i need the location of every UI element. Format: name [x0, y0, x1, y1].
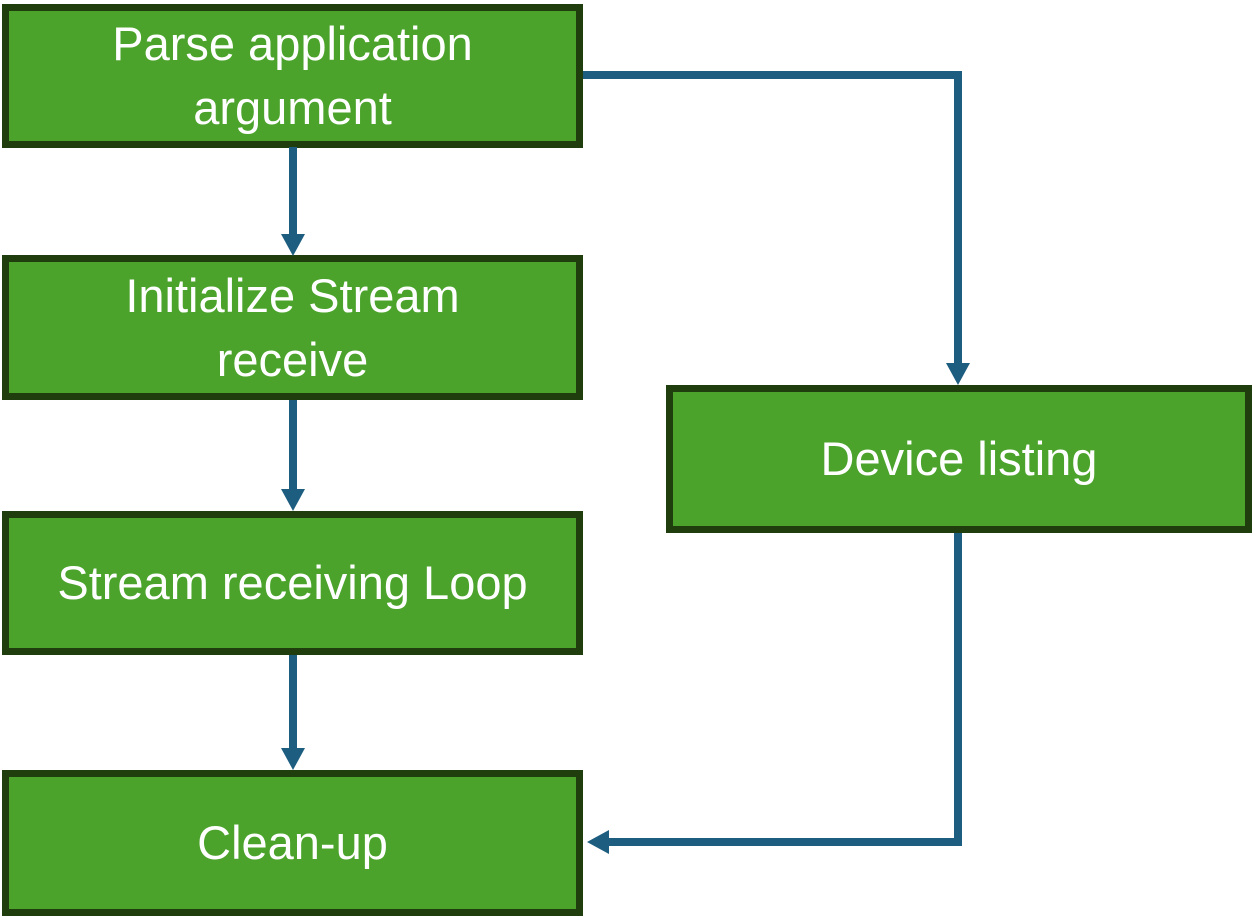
node-stream-receiving-loop: Stream receiving Loop	[2, 511, 583, 655]
node-label: Device listing	[820, 432, 1098, 485]
edge-device-to-cleanup-vertical-line	[954, 533, 962, 846]
edge-parse-to-device-vertical-line	[954, 71, 962, 363]
node-label: Stream receiving Loop	[57, 556, 528, 609]
node-label: Clean-up	[197, 816, 388, 869]
edge-loop-to-cleanup-arrowhead-icon	[281, 748, 305, 770]
edge-initialize-to-loop-arrowhead-icon	[281, 489, 305, 511]
node-label: Parse application argument	[112, 17, 473, 134]
node-initialize-stream-receive: Initialize Stream receive	[2, 255, 583, 400]
edge-parse-to-initialize-line	[289, 147, 297, 235]
edge-loop-to-cleanup-line	[289, 655, 297, 749]
edge-initialize-to-loop-line	[289, 400, 297, 490]
edge-device-to-cleanup-arrowhead-icon	[587, 830, 609, 854]
node-device-listing: Device listing	[666, 385, 1252, 533]
node-clean-up: Clean-up	[2, 770, 583, 916]
node-label: Initialize Stream receive	[125, 268, 460, 386]
edge-parse-to-initialize-arrowhead-icon	[281, 234, 305, 256]
edge-parse-to-device-horizontal-line	[583, 71, 962, 79]
node-parse-application-argument: Parse application argument	[2, 4, 583, 148]
edge-device-to-cleanup-horizontal-line	[609, 838, 962, 846]
edge-parse-to-device-arrowhead-icon	[946, 363, 970, 385]
